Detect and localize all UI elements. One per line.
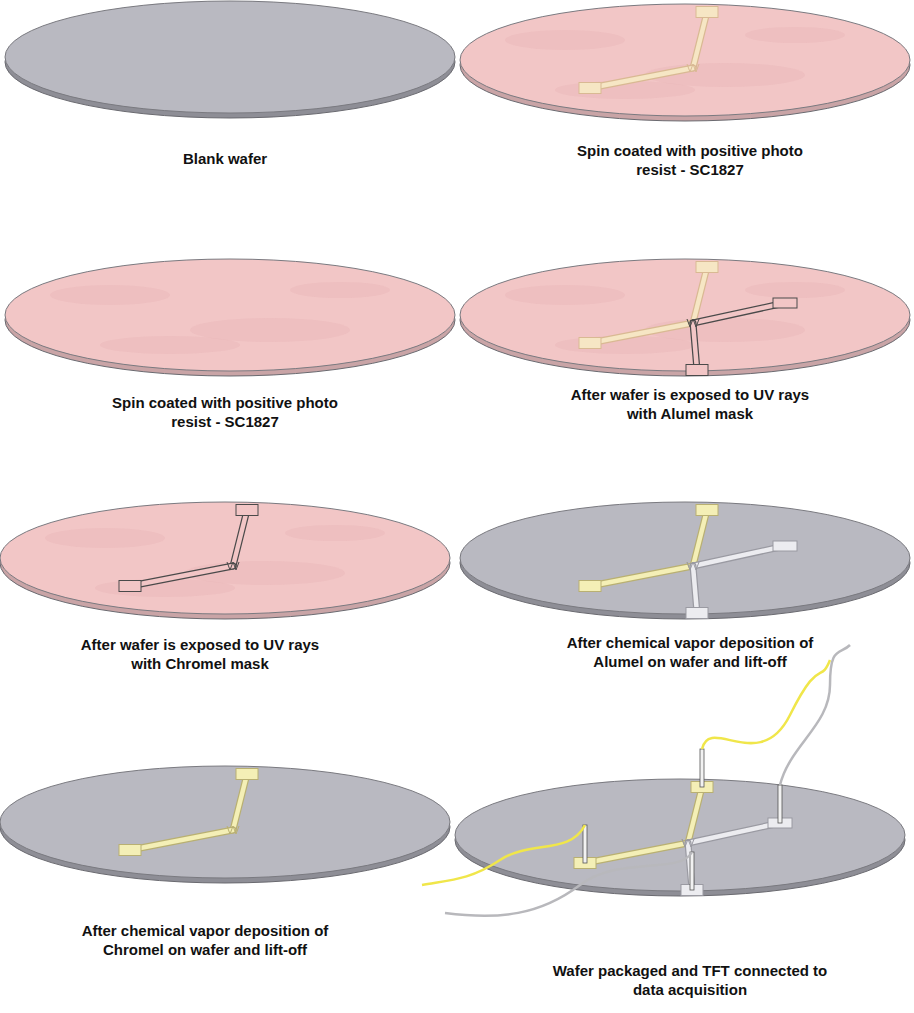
lead-wire	[780, 645, 850, 785]
chromel-pad	[579, 338, 601, 349]
chromel-pad	[696, 262, 718, 273]
alumel-pad	[773, 298, 797, 308]
resist-mottle	[745, 282, 845, 298]
alumel-pad	[686, 365, 708, 376]
chromel-trace-edge	[590, 566, 693, 586]
resist-mottle	[505, 285, 625, 305]
wafer-panel	[5, 1, 455, 118]
wafer-surface	[460, 502, 910, 614]
junction-zigzag	[687, 562, 699, 570]
wafer-surface	[5, 1, 455, 113]
chromel-trace	[590, 323, 693, 343]
step-caption: Wafer packaged and TFT connected to data…	[540, 962, 840, 1000]
step-caption: After chemical vapor deposition of Alume…	[549, 634, 831, 672]
junction-zigzag	[227, 826, 239, 834]
photoresist-layer	[0, 502, 450, 614]
chromel-trace	[130, 566, 233, 586]
chromel-trace-edge	[693, 267, 707, 323]
resist-mottle	[100, 336, 240, 354]
step-caption: After chemical vapor deposition of Chrom…	[64, 922, 346, 960]
chromel-trace-edge	[590, 68, 693, 88]
step-caption: Blank wafer	[115, 150, 335, 169]
alumel-trace	[693, 323, 697, 370]
chromel-trace	[693, 510, 707, 566]
chromel-pad	[119, 581, 141, 592]
alumel-trace	[693, 546, 785, 566]
photoresist-layer	[460, 4, 910, 116]
alumel-pad	[686, 608, 708, 619]
chromel-trace	[693, 12, 707, 68]
resist-mottle	[745, 27, 845, 43]
junction-zigzag	[227, 562, 239, 570]
chromel-pad	[236, 769, 258, 780]
alumel-trace-edge	[693, 323, 697, 370]
connector-post	[700, 749, 704, 787]
resist-mottle	[290, 282, 390, 298]
chromel-trace-edge	[130, 566, 233, 586]
alumel-trace	[688, 823, 780, 843]
step-caption: Spin coated with positive photo resist -…	[108, 394, 343, 432]
wafer-panel	[5, 259, 455, 376]
lead-wire	[445, 852, 692, 916]
chromel-trace-edge	[590, 323, 693, 343]
step-caption: Spin coated with positive photo resist -…	[573, 142, 808, 180]
chromel-pad	[236, 505, 258, 516]
junction-zigzag	[682, 839, 694, 847]
alumel-trace-edge	[693, 546, 785, 566]
junction-zigzag	[687, 64, 699, 72]
chromel-trace	[585, 843, 688, 863]
chromel-trace	[130, 830, 233, 850]
junction-zigzag	[687, 319, 699, 327]
alumel-trace-edge	[688, 823, 780, 843]
chromel-trace	[590, 566, 693, 586]
chromel-trace	[693, 267, 707, 323]
wafer-panel	[460, 502, 910, 619]
resist-mottle	[285, 525, 385, 541]
connector-post	[583, 825, 587, 863]
resist-mottle	[505, 30, 625, 50]
lead-wire	[702, 660, 830, 749]
alumel-pad	[773, 541, 797, 551]
chromel-trace-edge	[585, 843, 688, 863]
chromel-pad	[579, 581, 601, 592]
alumel-trace	[693, 303, 785, 323]
wafer-panel	[460, 259, 910, 376]
alumel-trace-edge	[693, 566, 697, 613]
chromel-trace-edge	[693, 12, 707, 68]
chromel-pad	[696, 505, 718, 516]
alumel-trace-edge	[693, 303, 785, 323]
lead-wire	[422, 825, 585, 885]
chromel-trace-edge	[688, 787, 702, 843]
alumel-trace	[693, 566, 697, 613]
chromel-trace-edge	[233, 510, 247, 566]
chromel-pad	[119, 845, 141, 856]
chromel-trace	[688, 787, 702, 843]
wafer-panel	[0, 766, 450, 883]
chromel-pad	[696, 7, 718, 18]
photoresist-layer	[5, 259, 455, 371]
wafer-panel	[422, 645, 905, 916]
chromel-trace	[233, 510, 247, 566]
chromel-trace-edge	[130, 830, 233, 850]
wafer-surface	[0, 766, 450, 878]
step-caption: After wafer is exposed to UV rays with A…	[570, 386, 810, 424]
chromel-pad	[579, 83, 601, 94]
step-caption: After wafer is exposed to UV rays with C…	[78, 636, 323, 674]
connector-post	[778, 785, 782, 823]
chromel-trace-edge	[693, 510, 707, 566]
chromel-trace	[590, 68, 693, 88]
wafer-surface	[455, 779, 905, 891]
connector-post	[690, 852, 694, 890]
resist-mottle	[50, 285, 170, 305]
chromel-trace-edge	[233, 774, 247, 830]
wafer-panel	[460, 4, 910, 121]
wafer-panel	[0, 502, 450, 619]
chromel-trace	[233, 774, 247, 830]
resist-mottle	[45, 528, 165, 548]
photoresist-layer	[460, 259, 910, 371]
